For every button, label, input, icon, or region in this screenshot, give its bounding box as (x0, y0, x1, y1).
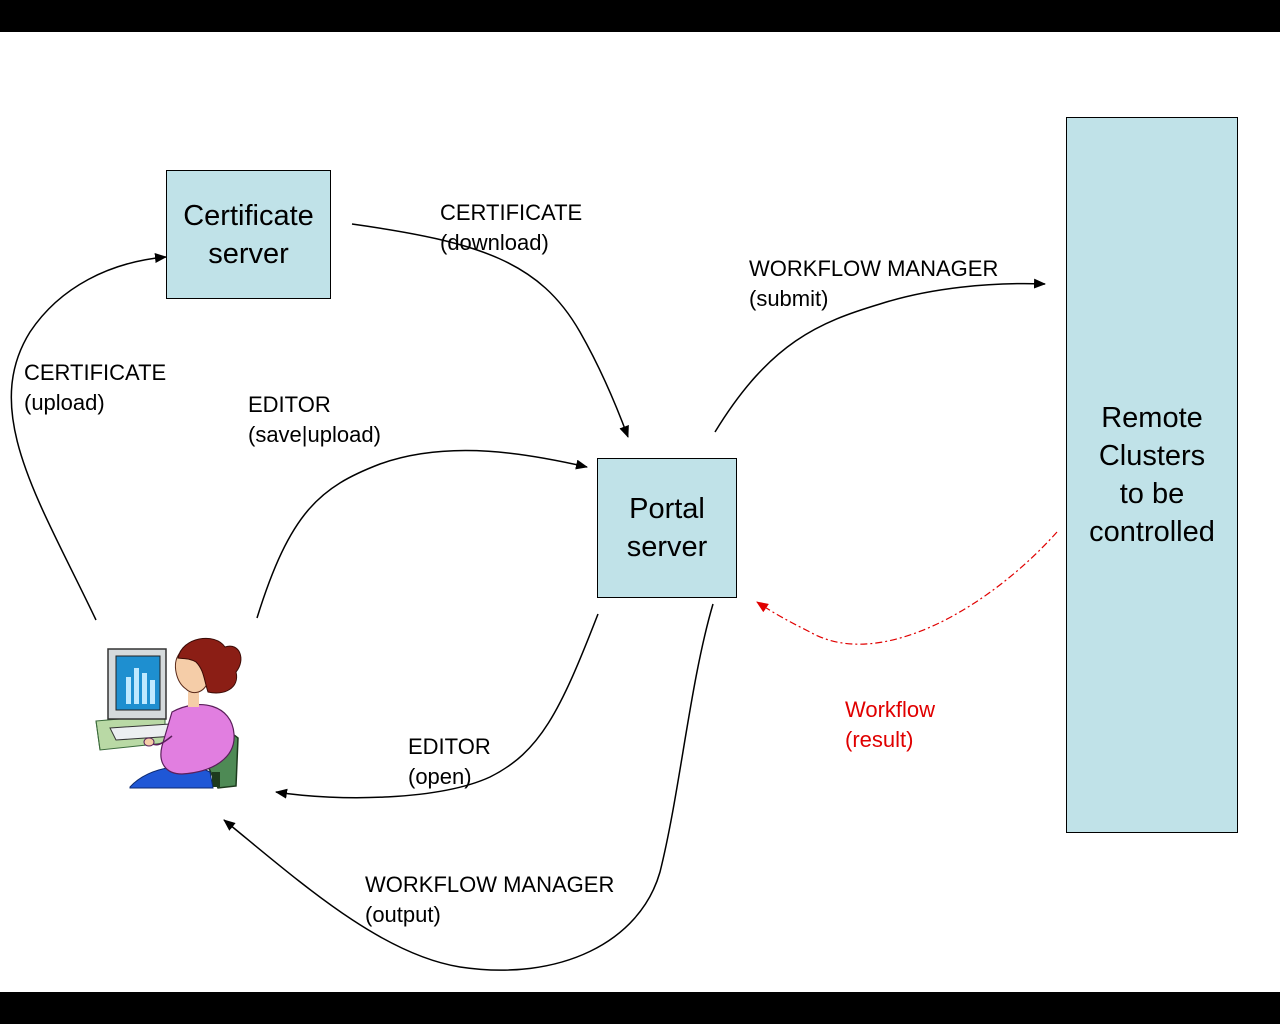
edge-workflow-result (756, 531, 1058, 645)
portal-server-node: Portal server (597, 458, 737, 598)
edge-workflow-submit (714, 278, 1046, 433)
label-editor-open: EDITOR (open) (408, 734, 491, 789)
diagram-canvas: Certificate server Portal server Remote … (0, 32, 1280, 992)
certificate-server-node: Certificate server (166, 170, 331, 299)
connector-layer (10, 223, 1058, 971)
label-workflow-submit: WORKFLOW MANAGER (submit) (749, 256, 999, 311)
label-editor-save-upload: EDITOR (save|upload) (248, 392, 381, 447)
label-certificate-upload: CERTIFICATE (upload) (24, 360, 167, 415)
user-at-computer-icon (95, 638, 242, 789)
remote-clusters-node: Remote Clusters to be controlled (1066, 117, 1238, 833)
label-certificate-download: CERTIFICATE (download) (440, 200, 583, 255)
edge-editor-open (275, 613, 599, 799)
edge-editor-save-upload (256, 449, 588, 619)
label-workflow-result: Workflow (result) (845, 697, 936, 752)
edge-certificate-download (351, 223, 629, 438)
edge-workflow-output (223, 603, 714, 971)
label-workflow-output: WORKFLOW MANAGER (output) (365, 872, 615, 927)
edge-certificate-upload (10, 253, 167, 621)
